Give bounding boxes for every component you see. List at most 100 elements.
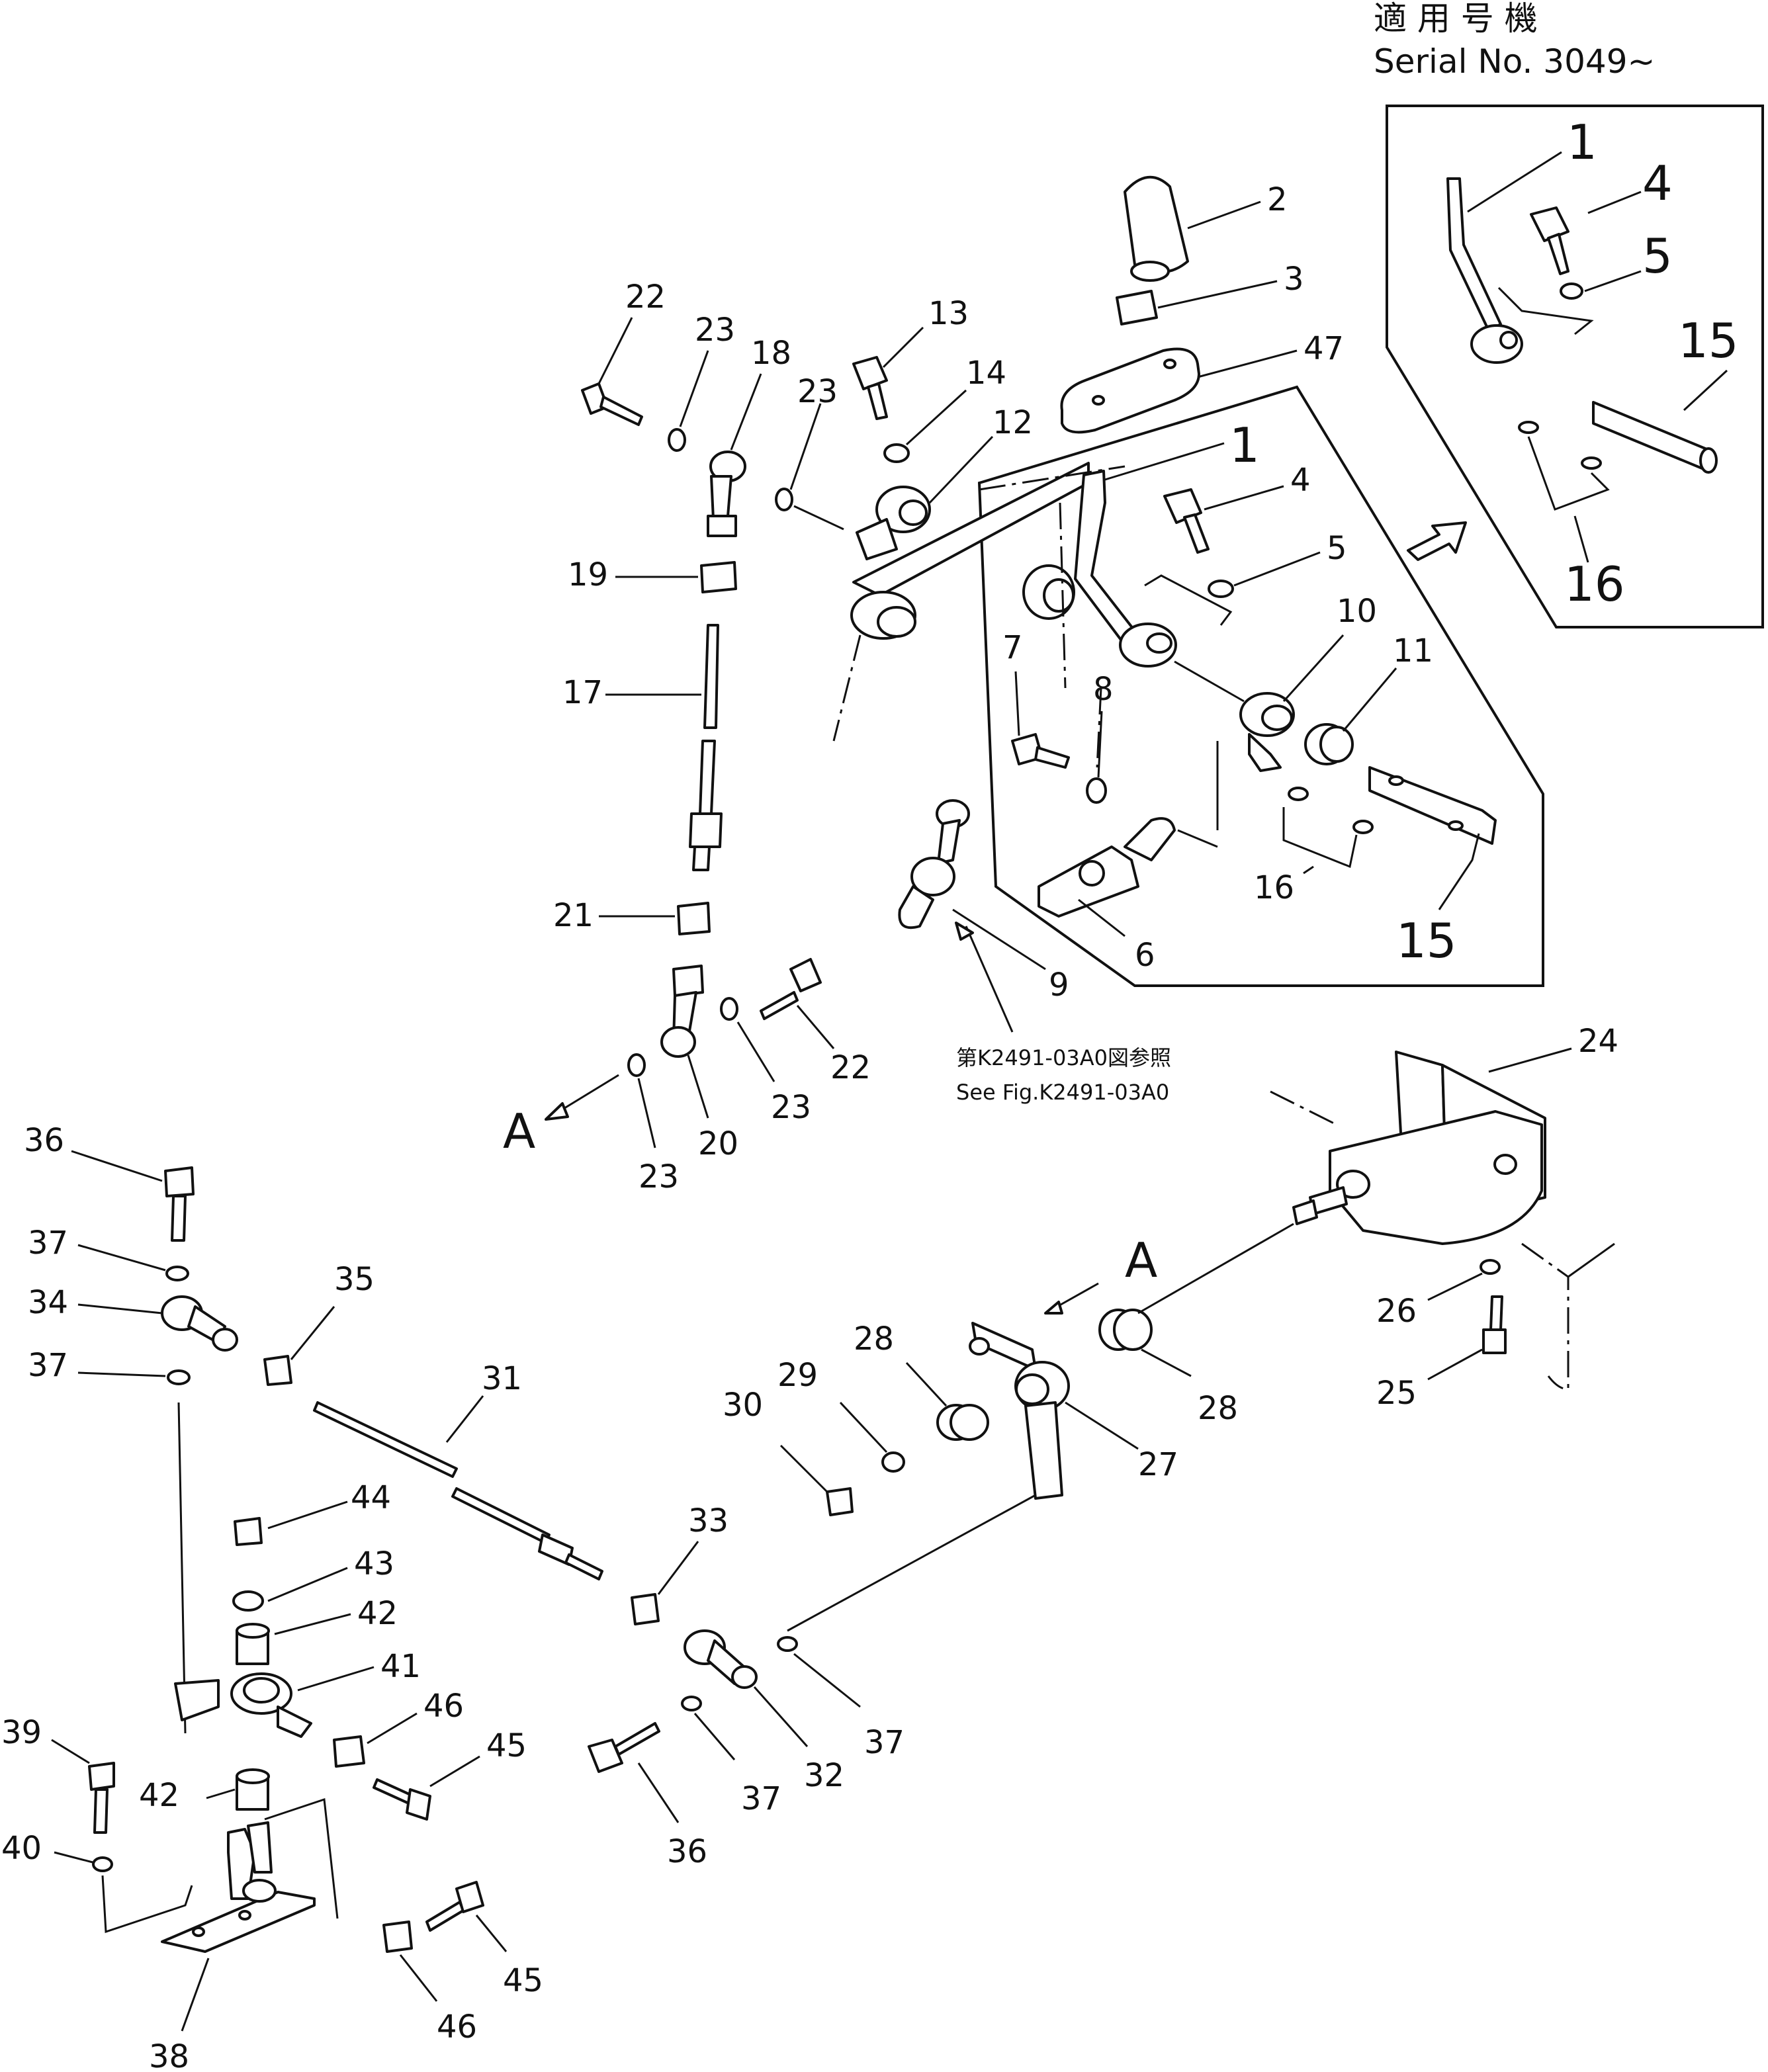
callout-inset-1: 1	[1567, 114, 1597, 170]
callout-36-top: 36	[24, 1122, 64, 1159]
callout-27: 27	[1138, 1446, 1178, 1483]
nut-46-upper	[333, 1735, 365, 1768]
callout-inset-16: 16	[1564, 556, 1625, 612]
reference-jp: 第K2491-03A0図参照	[956, 1045, 1171, 1070]
washer-37-b	[167, 1369, 191, 1385]
collar	[1239, 692, 1295, 772]
callout-23-top-right: 23	[797, 373, 838, 410]
callout-34: 34	[28, 1284, 68, 1321]
callout-36-low: 36	[667, 1833, 707, 1870]
callout-41: 41	[380, 1648, 421, 1685]
callout-22-top: 22	[625, 279, 666, 316]
callout-35: 35	[334, 1261, 375, 1298]
inset-lever	[1446, 177, 1523, 364]
bushing-42-upper	[236, 1623, 270, 1665]
callout-5: 5	[1327, 530, 1347, 567]
rod-end-34	[161, 1295, 238, 1352]
clamp	[856, 486, 931, 560]
callout-11: 11	[1393, 632, 1433, 669]
callout-8: 8	[1093, 671, 1114, 708]
callout-15: 15	[1396, 913, 1457, 969]
callout-20: 20	[698, 1125, 738, 1162]
reference-en: See Fig.K2491-03A0	[956, 1080, 1169, 1105]
callout-38: 38	[149, 2038, 189, 2072]
rod-end-18	[707, 451, 746, 537]
view-label-a-left: A	[503, 1103, 535, 1159]
bolt-13	[852, 356, 888, 420]
bolt-7	[1011, 733, 1070, 769]
lever-27	[969, 1322, 1070, 1500]
callout-19: 19	[568, 556, 608, 593]
base-plate	[161, 1821, 316, 1953]
bushing-28-b	[936, 1404, 989, 1441]
callout-33: 33	[688, 1502, 729, 1539]
washer-37-a	[165, 1266, 189, 1281]
serial-number-label: Serial No. 3049~	[1374, 42, 1655, 81]
callout-39: 39	[1, 1714, 42, 1751]
callout-47: 47	[1304, 330, 1344, 367]
callout-37-d: 37	[741, 1780, 781, 1817]
callout-16: 16	[1254, 869, 1294, 906]
washer-5	[1208, 580, 1234, 598]
washer-23-c	[627, 1053, 646, 1077]
knob	[1124, 175, 1189, 282]
callout-42-lower: 42	[139, 1777, 179, 1814]
callout-22-mid: 22	[830, 1049, 871, 1086]
rod-end-9	[898, 799, 970, 929]
callout-28-left: 28	[854, 1320, 894, 1358]
callout-10: 10	[1337, 593, 1377, 630]
rod-end-32	[684, 1629, 758, 1689]
callout-1: 1	[1229, 417, 1260, 473]
bolt-4	[1163, 488, 1210, 554]
snap-ring-26	[1480, 1259, 1501, 1275]
callout-9: 9	[1049, 967, 1069, 1004]
bushing-28-a	[1098, 1309, 1153, 1351]
bolt-25	[1482, 1295, 1507, 1354]
bolt-36-upper	[164, 1166, 195, 1242]
callout-23-mid: 23	[771, 1089, 811, 1126]
callout-23-low: 23	[639, 1158, 679, 1195]
snap-ring-40	[92, 1856, 113, 1872]
nut-30	[826, 1487, 854, 1516]
washer-23-b	[720, 997, 738, 1021]
callout-3: 3	[1284, 261, 1304, 298]
callout-44: 44	[351, 1479, 391, 1516]
callout-25: 25	[1376, 1375, 1417, 1412]
lever-41	[174, 1672, 312, 1738]
washer-29	[881, 1451, 905, 1473]
nut-19	[700, 561, 737, 593]
nut-33	[631, 1593, 660, 1625]
callout-30: 30	[723, 1387, 763, 1424]
washer-8	[1086, 777, 1107, 804]
bolt-45-lower	[425, 1881, 484, 1932]
washer-23-a	[668, 428, 686, 452]
callout-7: 7	[1002, 629, 1023, 666]
washer-43	[232, 1590, 264, 1612]
nut	[1116, 290, 1158, 325]
callout-4: 4	[1290, 462, 1311, 499]
washer-14	[883, 443, 910, 463]
callout-32: 32	[804, 1757, 844, 1794]
callout-13: 13	[928, 295, 969, 332]
washer-37-d	[681, 1696, 702, 1711]
washer-23-upper	[775, 488, 793, 511]
callout-inset-15: 15	[1678, 313, 1739, 368]
washer-37-c	[777, 1636, 798, 1652]
callout-45-lower: 45	[503, 1962, 543, 1999]
callout-17: 17	[562, 674, 603, 711]
callout-26: 26	[1376, 1293, 1417, 1330]
inset-bolt	[1530, 206, 1569, 275]
callout-28-right: 28	[1198, 1390, 1238, 1427]
callout-46-lower: 46	[437, 2008, 477, 2046]
callout-40: 40	[1, 1830, 42, 1867]
callout-37-a: 37	[28, 1225, 68, 1262]
callout-21: 21	[553, 897, 594, 934]
arrow-right-icon	[1407, 521, 1467, 561]
bolt-39	[88, 1762, 115, 1834]
rod-17	[689, 624, 723, 871]
callout-43: 43	[354, 1545, 394, 1582]
nut-21	[677, 902, 711, 935]
callout-37-b: 37	[28, 1347, 68, 1384]
callout-46-upper: 46	[423, 1688, 464, 1725]
